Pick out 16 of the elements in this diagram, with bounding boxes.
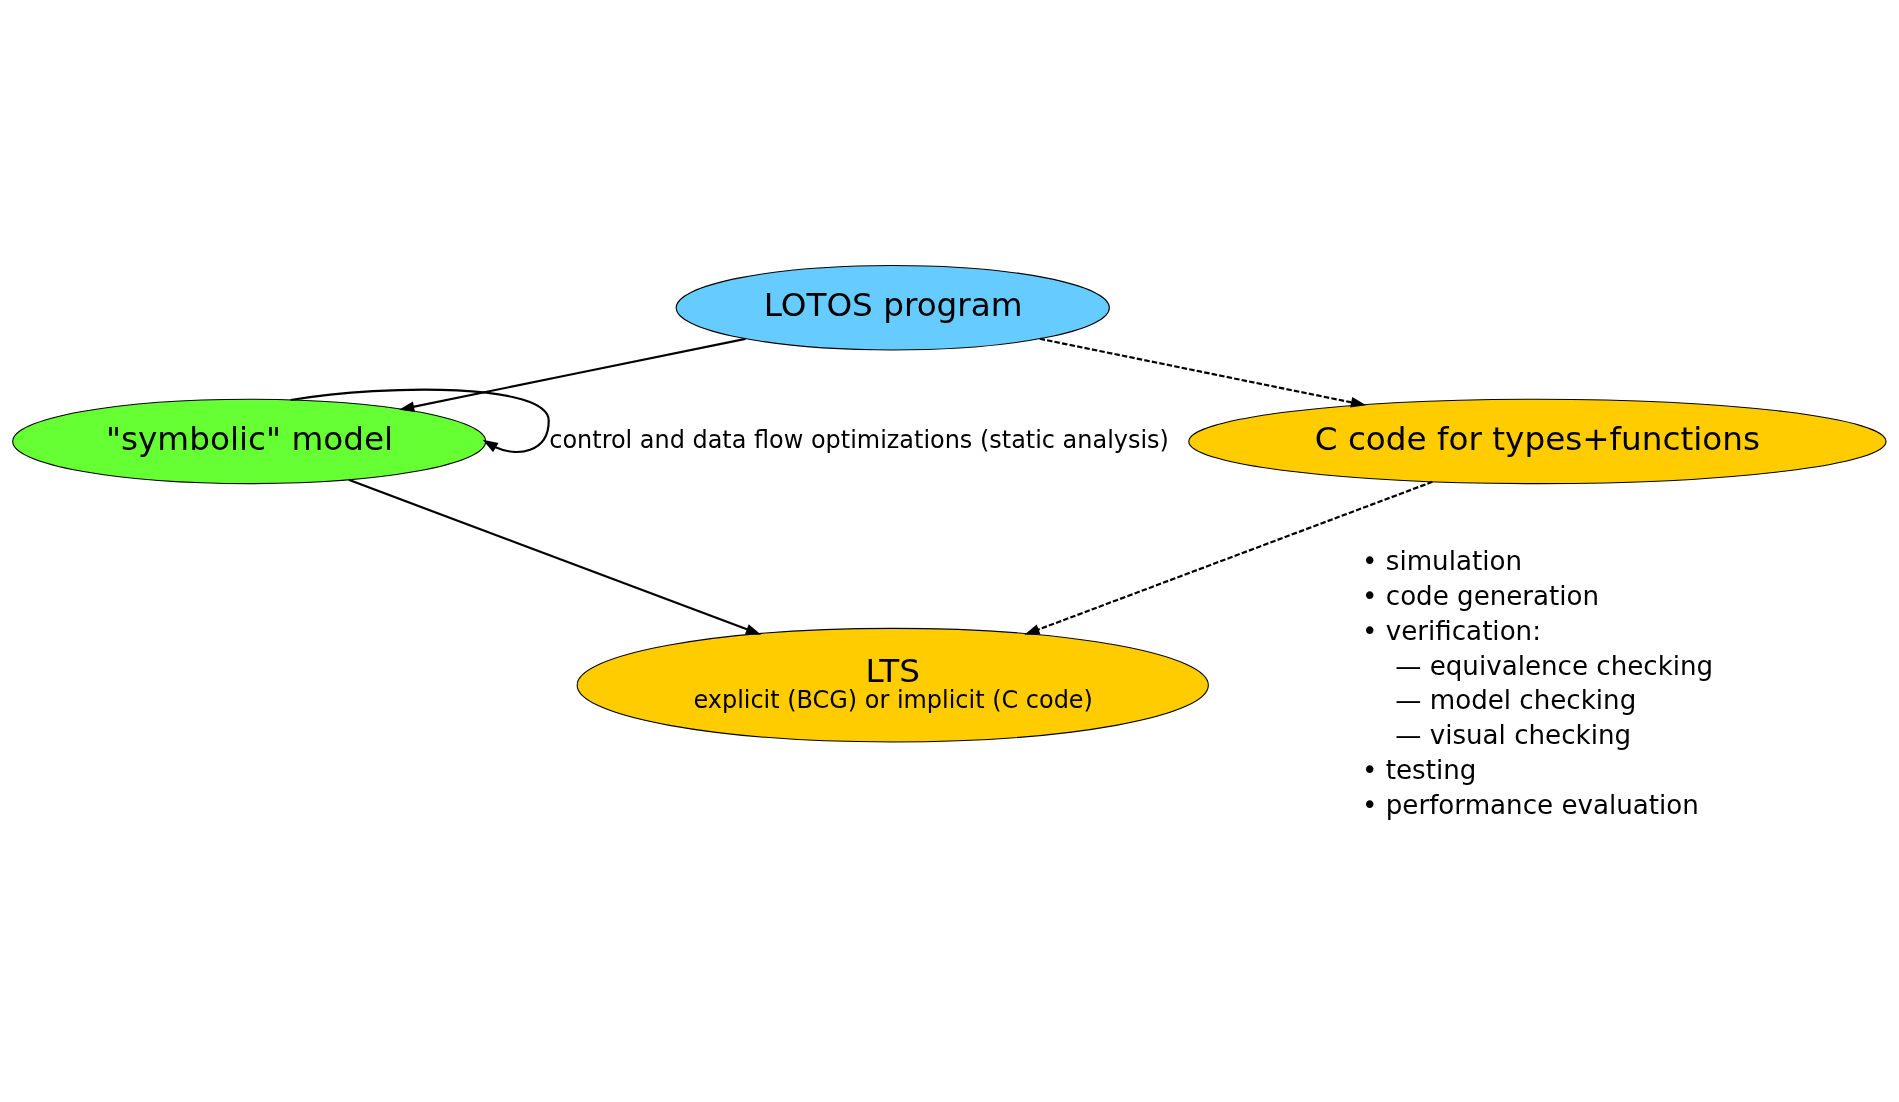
- edge-label: control and data flow optimizations (static analysis): [549, 425, 1169, 453]
- label: • performance evaluation: [1362, 789, 1699, 820]
- arrow: [348, 478, 762, 635]
- label: • simulation: [1362, 545, 1522, 576]
- label: — model checking: [1395, 684, 1637, 715]
- label: • code generation: [1362, 580, 1600, 611]
- label: • testing: [1362, 754, 1477, 785]
- arrow: [398, 337, 746, 412]
- label: — visual checking: [1395, 719, 1632, 750]
- arrow: [290, 388, 550, 453]
- arrow: [1024, 480, 1433, 635]
- node-ellipse: LTS explicit (BCG) or implicit (C code): [576, 627, 1209, 743]
- label: • verification:: [1362, 615, 1541, 646]
- label: — equivalence checking: [1395, 650, 1714, 681]
- node-ellipse: LOTOS program: [675, 264, 1110, 350]
- arrow: [1039, 337, 1367, 408]
